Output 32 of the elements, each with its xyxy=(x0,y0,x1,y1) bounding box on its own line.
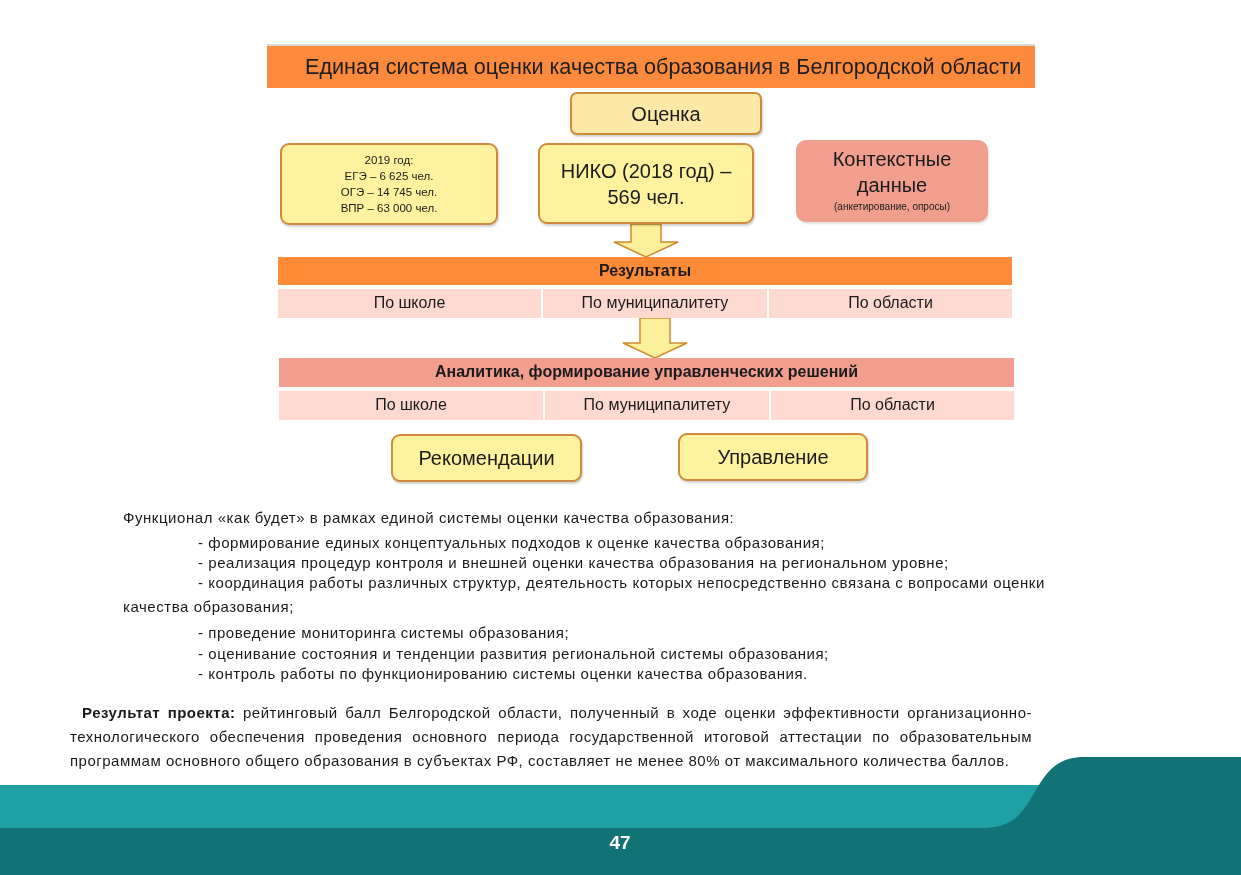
section-band: Результаты xyxy=(278,257,1012,285)
outcome-box: Рекомендации xyxy=(391,434,582,482)
block-arrow xyxy=(613,223,679,258)
intro-text: Функционал «как будет» в рамках единой системы оценки качества образования: xyxy=(123,508,735,528)
outcome-box: Управление xyxy=(678,433,868,481)
year-label: 2019 год: xyxy=(364,153,414,168)
list-item: - оценивание состояния и тенденции развития региональной системы образования; xyxy=(198,644,829,664)
title-banner: Единая система оценки качества образования в Белгородской области xyxy=(267,44,1035,88)
category-cell: По муниципалитету xyxy=(545,391,769,420)
page-number: 47 xyxy=(608,832,632,854)
box-heading: Контекстные данные xyxy=(831,147,953,198)
statistics-box xyxy=(280,143,498,225)
list-item: - формирование единых концептуальных подходов к оценке качества образования; xyxy=(198,533,825,553)
process-box: НИКО (2018 год) – 569 чел. xyxy=(538,143,754,224)
box-note: (анкетирование, опросы) xyxy=(834,200,950,214)
category-cell: По муниципалитету xyxy=(543,289,767,318)
statistic-line: ВПР – 63 000 чел. xyxy=(340,201,438,216)
list-item: - реализация процедур контроля и внешней оценки качества образования на региональном уровне; xyxy=(198,553,949,573)
category-cell: По области xyxy=(769,289,1012,318)
list-item: - проведение мониторинга системы образования; xyxy=(198,623,570,643)
statistic-line: ОГЭ – 14 745 чел. xyxy=(340,185,438,200)
heading-box: Оценка xyxy=(570,92,762,135)
category-cell: По области xyxy=(771,391,1014,420)
category-cell: По школе xyxy=(279,391,543,420)
statistic-line: ЕГЭ – 6 625 чел. xyxy=(344,169,434,184)
category-cell: По школе xyxy=(278,289,541,318)
result-paragraph: Результат проекта: рейтинговый балл Белгородской области, полученный в ходе оценки эффективности организационно-технологического обеспечения проведения основного периода государственной итоговой аттестации по образовательным программам основного общего образования в субъектах РФ, составляет не менее 80% от максимального количества баллов. xyxy=(70,703,1032,771)
list-item: - контроль работы по функционированию системы оценки качества образования. xyxy=(198,664,808,684)
block-arrow xyxy=(622,317,688,359)
list-item: - координация работы различных структур, деятельность которых непосредственно связана с вопросами оценки качества образования; xyxy=(123,573,1046,617)
context-box xyxy=(796,140,988,222)
section-band: Аналитика, формирование управленческих решений xyxy=(279,358,1014,387)
